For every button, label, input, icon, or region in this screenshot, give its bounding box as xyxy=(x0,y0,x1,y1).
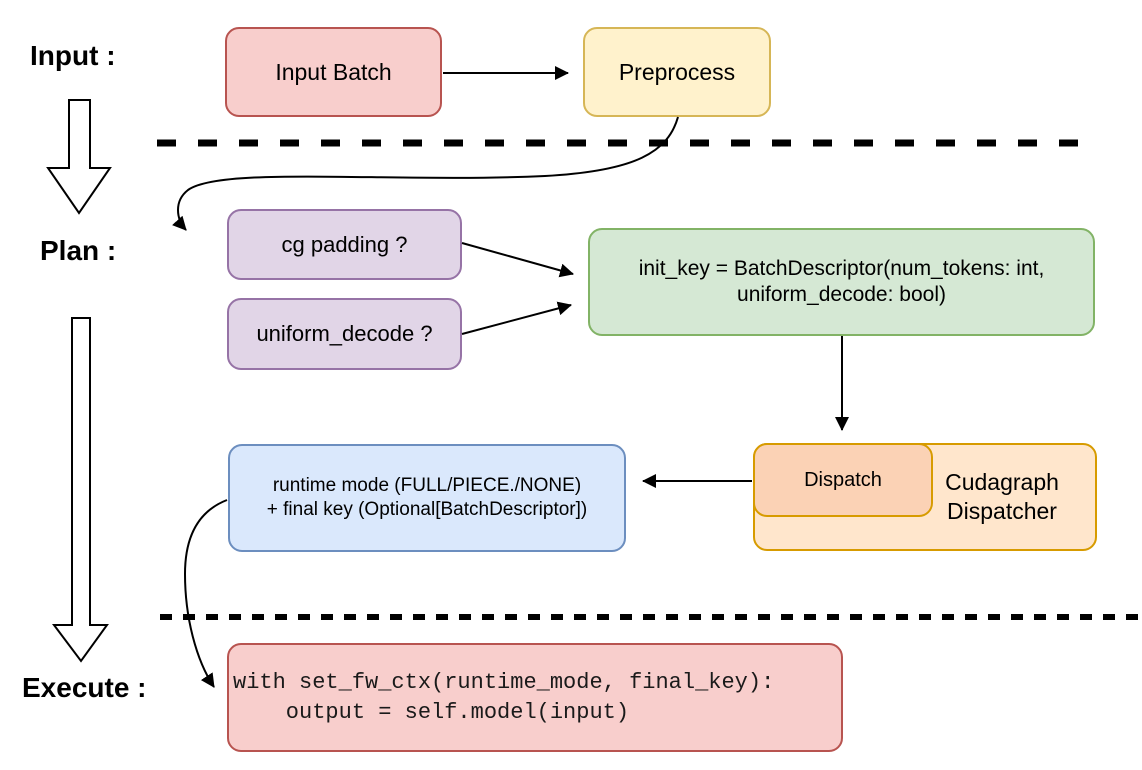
node-init-key: init_key = BatchDescriptor(num_tokens: i… xyxy=(588,228,1095,336)
node-uniform-decode: uniform_decode ? xyxy=(227,298,462,370)
node-execute-code-text: with set_fw_ctx(runtime_mode, final_key)… xyxy=(233,669,775,725)
flow-arrow-input-to-plan xyxy=(46,99,112,215)
flow-arrow-plan-to-execute xyxy=(52,317,109,663)
node-input-batch: Input Batch xyxy=(225,27,442,117)
node-preprocess: Preprocess xyxy=(583,27,771,117)
node-input-batch-label: Input Batch xyxy=(275,58,392,85)
node-runtime-result: runtime mode (FULL/PIECE./NONE) + final … xyxy=(228,444,626,552)
node-dispatch-label: Dispatch xyxy=(804,468,882,491)
section-label-input: Input : xyxy=(30,40,116,71)
node-dispatch: Dispatch xyxy=(753,443,933,517)
node-cg-padding: cg padding ? xyxy=(227,209,462,280)
node-cg-padding-label: cg padding ? xyxy=(281,231,408,257)
node-runtime-result-label: runtime mode (FULL/PIECE./NONE) + final … xyxy=(266,475,588,520)
node-uniform-decode-label: uniform_decode ? xyxy=(256,321,433,347)
arrow-cgpadding-to-initkey xyxy=(461,242,574,278)
section-label-plan: Plan : xyxy=(40,235,117,266)
node-init-key-label: init_key = BatchDescriptor(num_tokens: i… xyxy=(638,256,1045,306)
arrow-uniformdecode-to-initkey xyxy=(461,301,572,335)
node-preprocess-label: Preprocess xyxy=(618,58,736,85)
node-cudagraph-dispatcher-label: Cudagraph Dispatcher xyxy=(945,469,1059,524)
section-label-execute: Execute : xyxy=(22,672,147,703)
arrow-runtimeresult-to-executecode xyxy=(183,499,228,688)
node-execute-code: with set_fw_ctx(runtime_mode, final_key)… xyxy=(227,643,843,752)
